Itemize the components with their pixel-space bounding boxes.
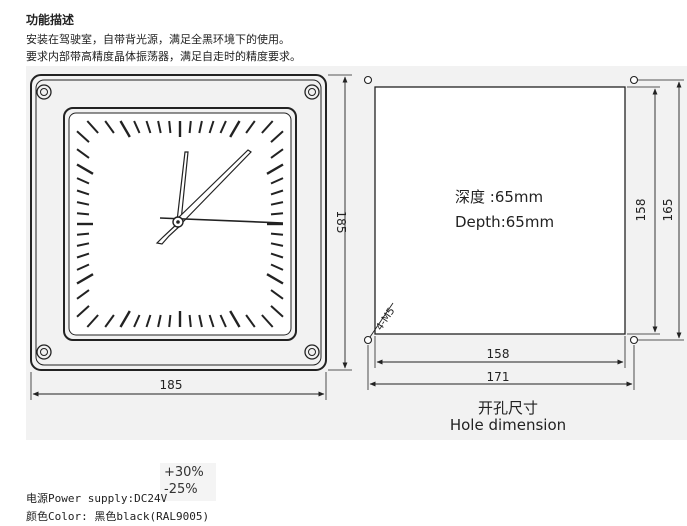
description-line-1: 安装在驾驶室，自带背光源，满足全黑环境下的使用。 [26,33,290,46]
dial-tick [270,305,284,318]
depth-cn-label: 深度 :65mm [455,188,543,206]
dial-tick [208,314,215,328]
dial-tick [266,273,284,285]
section-title: 功能描述 [26,13,75,27]
dial-tick [145,120,152,134]
dial-tick [76,273,94,285]
hole-width-dimensions [367,336,635,390]
dial-tick [76,242,90,247]
hole-height-dimensions [627,79,684,341]
hole-view [363,75,639,345]
dial-tick [270,242,284,247]
dial-tick [208,120,215,134]
dial-tick [261,314,274,328]
mount-hole-icon [629,335,639,345]
front-width-label: 185 [160,378,183,392]
hole-caption-cn: 开孔尺寸 [478,399,538,417]
dial-tick [270,130,284,143]
dial-tick [261,120,274,134]
dial-tick [76,201,90,206]
dial-tick [119,310,131,328]
dial-tick [198,314,203,328]
corner-screw-icon [36,344,52,360]
power-spec: 电源Power supply:DC24V [26,492,168,505]
dial-tick [133,120,141,134]
dial-tick [198,120,203,134]
color-spec: 颜色Color: 黑色black(RAL9005) [26,510,210,523]
outer-height-label: 165 [661,199,675,222]
dial-tick [270,232,284,236]
dial-tick [76,130,90,143]
mount-hole-icon [629,75,639,85]
description-line-2: 要求内部带高精度晶体振荡器，满足自走时的精度要求。 [26,50,301,63]
mount-hole-icon [363,335,373,345]
clock-front-view [30,74,327,371]
inner-width-label: 158 [487,347,510,361]
dial-tick [133,314,141,328]
dial-tick [76,163,94,175]
dial-tick [86,120,99,134]
dial-tick [76,177,90,185]
front-height-dimension [328,74,352,371]
dial-tick [266,163,284,175]
hole-caption-en: Hole dimension [450,416,566,434]
dial-tick [76,289,90,300]
dial-tick [168,314,172,328]
dial-tick [245,120,256,134]
dial-tick [76,263,90,271]
dial-tick [157,314,162,328]
dial-tick [270,289,284,300]
dial-tick [157,120,162,134]
dial-tick [76,189,90,196]
depth-en-label: Depth:65mm [455,213,554,231]
dial-tick [76,232,90,236]
tolerance-box: +30% -25% [160,463,216,501]
dial-tick [219,314,227,328]
dial-tick [270,263,284,271]
dial-tick [76,252,90,259]
dial-tick [270,252,284,259]
dial-tick [229,310,241,328]
dial-tick [270,177,284,185]
corner-screw-icon [304,84,320,100]
dial-tick [270,212,284,216]
dial-tick [104,314,115,328]
dial-tick [270,189,284,196]
dial-tick [76,148,90,159]
dial-tick [145,314,152,328]
corner-screw-icon [36,84,52,100]
tolerance-down: -25% [164,482,198,497]
dial-tick [270,148,284,159]
dial-tick [188,120,192,134]
corner-screw-icon [304,344,320,360]
clock-hands [155,149,284,245]
dial-tick [270,201,284,206]
mount-hole-icon [363,75,373,85]
inner-height-label: 158 [634,199,648,222]
dial-tick [188,314,192,328]
front-height-label: 185 [334,211,348,234]
dial-tick [76,305,90,318]
tolerance-up: +30% [164,465,204,480]
dial-tick [168,120,172,134]
dial-tick [219,120,227,134]
dial-tick [86,314,99,328]
dial-tick [229,120,241,138]
dial-tick [104,120,115,134]
dial-tick [76,212,90,216]
dial-tick [119,120,131,138]
front-width-dimension [30,372,327,400]
dial-tick [245,314,256,328]
dial-ticks [76,120,284,328]
outer-width-label: 171 [487,370,510,384]
